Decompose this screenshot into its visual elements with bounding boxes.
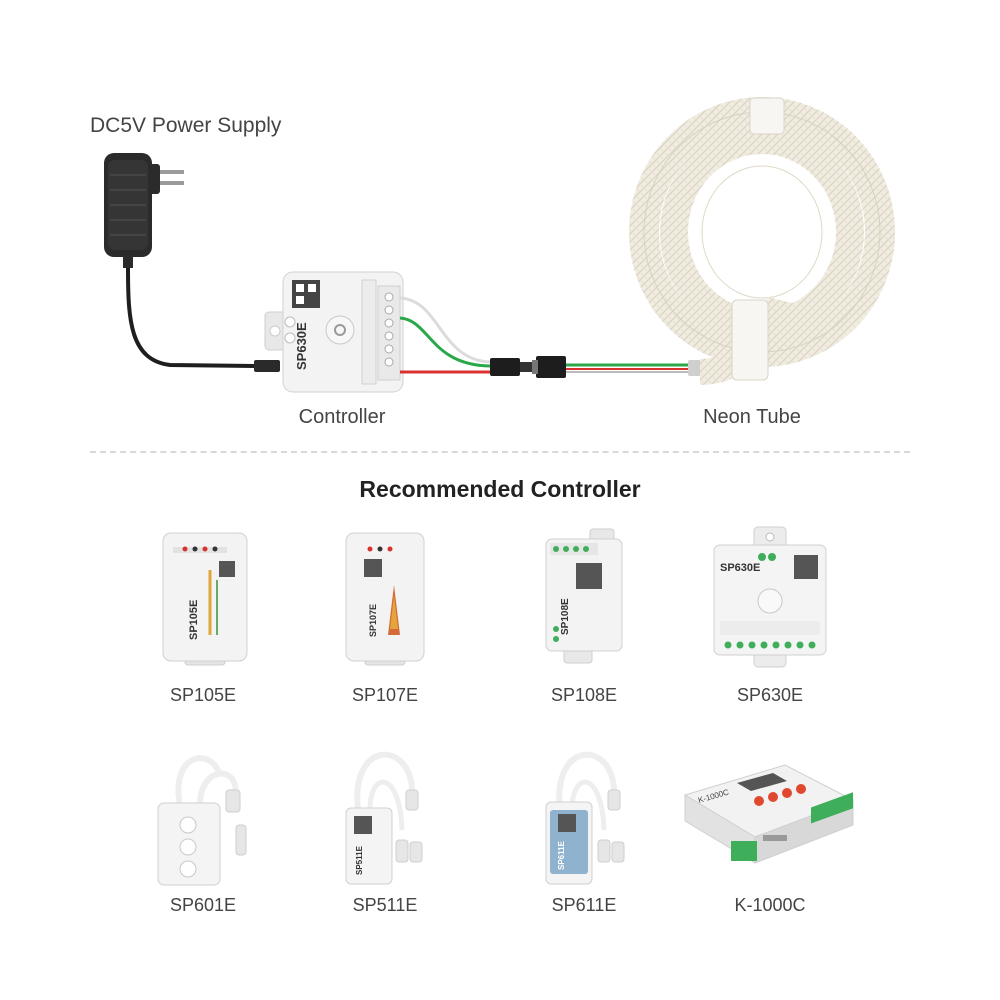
sp107e-device-icon: SP107E: [345, 532, 425, 666]
sp630e-label: SP630E: [736, 685, 804, 705]
sp601e-device-icon: [157, 755, 247, 886]
power-supply-label: DC5V Power Supply: [90, 114, 282, 137]
sp108e-device-icon: SP108E: [545, 528, 623, 664]
sp611e-device-icon: SP611E: [545, 751, 625, 885]
controller-model-text: SP630E: [294, 322, 309, 370]
sp105e-label: SP105E: [169, 685, 237, 705]
dc-jack: [254, 360, 280, 372]
sp108e-printed-text: SP108E: [560, 598, 571, 635]
sp630e-device-icon: SP630E: [713, 526, 827, 668]
power-adapter-icon: [104, 153, 184, 268]
wire-white: [399, 296, 491, 364]
sp630e-printed-text: SP630E: [720, 562, 760, 574]
wire-green: [399, 316, 491, 368]
k1000c-device-icon: K-1000C: [683, 764, 855, 864]
jst-connector-icon: [490, 356, 566, 378]
sp105e-printed-text: SP105E: [188, 600, 200, 640]
controller-label: Controller: [298, 406, 386, 428]
sp511e-device-icon: SP511E: [345, 751, 423, 885]
sp107e-label: SP107E: [351, 685, 419, 705]
sp511e-printed-text: SP511E: [355, 845, 364, 875]
sp611e-printed-text: SP611E: [557, 840, 566, 870]
recommended-title: Recommended Controller: [359, 476, 641, 502]
sp611e-label: SP611E: [551, 895, 617, 915]
wiring-diagram: SP630E: [104, 97, 895, 393]
sp601e-label: SP601E: [169, 895, 237, 915]
sp105e-device-icon: SP105E: [162, 532, 248, 666]
neon-tube-icon: [629, 97, 895, 385]
sp108e-label: SP108E: [550, 685, 618, 705]
sp107e-printed-text: SP107E: [368, 604, 378, 637]
controller-device: SP630E: [264, 271, 404, 393]
sp511e-label: SP511E: [352, 895, 418, 915]
power-cable: [126, 267, 259, 368]
section-divider: [90, 451, 910, 453]
neon-tube-label: Neon Tube: [703, 406, 801, 428]
k1000c-label: K-1000C: [734, 895, 806, 915]
